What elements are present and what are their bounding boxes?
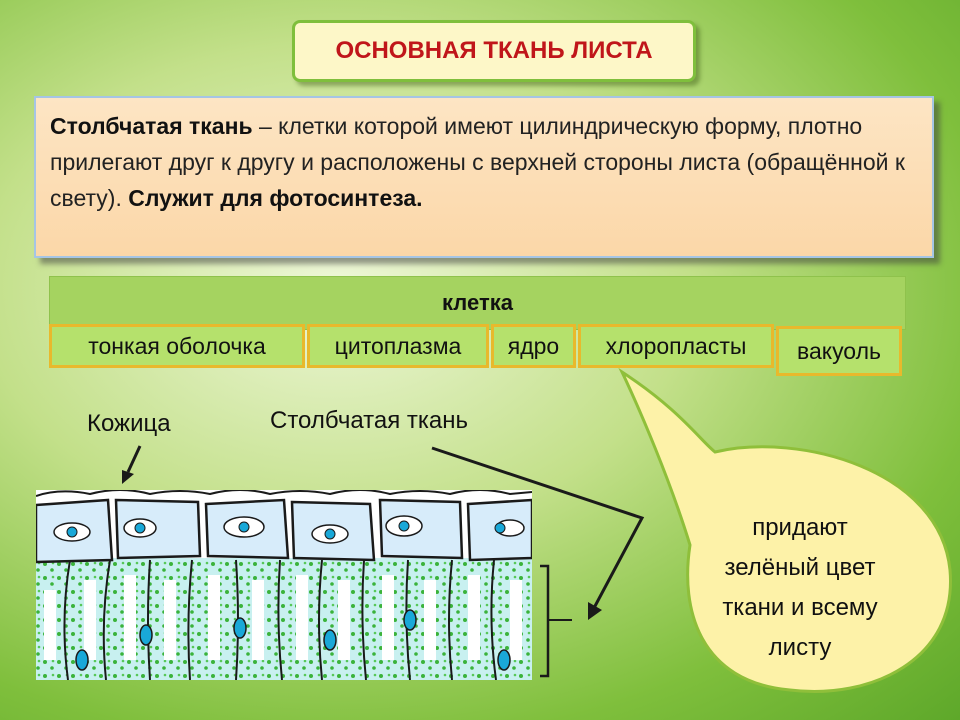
speech-bubble bbox=[618, 367, 952, 693]
cell-part-vacuole: вакуоль bbox=[776, 326, 902, 376]
palisade-arrow bbox=[431, 446, 645, 620]
definition-term: Столбчатая ткань bbox=[50, 113, 253, 139]
cell-part-chloroplasts: хлоропласты bbox=[578, 324, 774, 368]
definition-box: Столбчатая ткань – клетки которой имеют … bbox=[34, 96, 934, 258]
cell-part-nucleus: ядро bbox=[491, 324, 576, 368]
cell-part-membrane: тонкая оболочка bbox=[49, 324, 305, 368]
definition-function: Служит для фотосинтеза. bbox=[128, 185, 423, 211]
label-skin: Кожица bbox=[87, 410, 171, 437]
bubble-line-3: ткани и всему bbox=[722, 594, 878, 621]
palisade-bracket bbox=[540, 564, 550, 678]
skin-arrow bbox=[122, 445, 142, 484]
slide-title: ОСНОВНАЯ ТКАНЬ ЛИСТА bbox=[292, 20, 696, 82]
cell-part-cytoplasm: цитоплазма bbox=[307, 324, 489, 368]
definition-text: – клетки которой имеют цилиндрическую фо… bbox=[50, 113, 905, 211]
bubble-line-2: зелёный цвет bbox=[724, 554, 876, 581]
bubble-line-1: придают bbox=[752, 514, 848, 541]
label-palisade: Столбчатая ткань bbox=[270, 407, 469, 434]
bubble-line-4: листу bbox=[768, 634, 832, 661]
bubble-text: придают зелёный цвет ткани и всему листу bbox=[700, 508, 900, 668]
